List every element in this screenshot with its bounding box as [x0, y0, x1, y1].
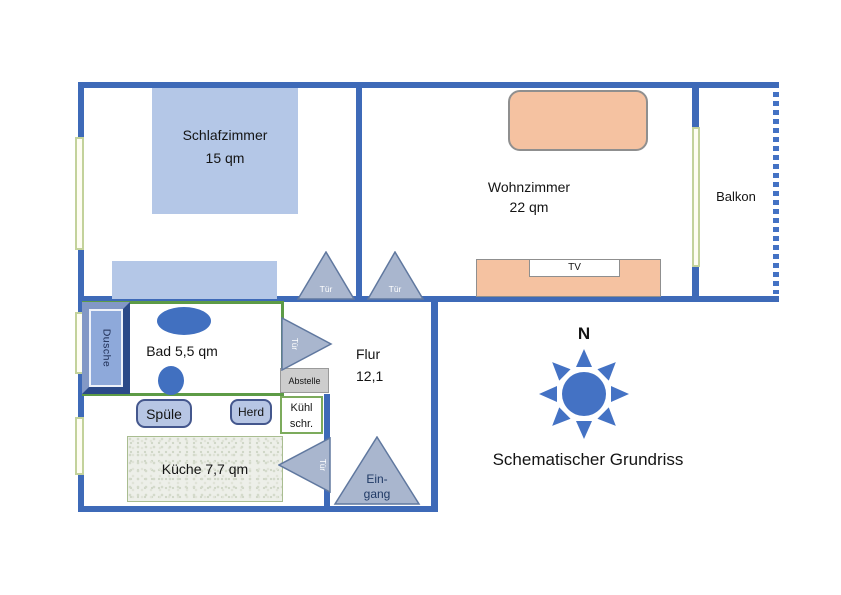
wall-flur-right: [431, 296, 438, 512]
door-bad-icon: Tür: [281, 317, 333, 371]
door-schlafzimmer-icon: Tür: [297, 251, 356, 300]
wall-top: [78, 82, 779, 88]
schlafzimmer-name: Schlafzimmer: [182, 127, 268, 143]
compass-north-label: N: [577, 324, 591, 343]
door-label: Tür: [318, 459, 327, 471]
compass-sun-icon: [539, 349, 629, 439]
schlafzimmer-area: 15 qm: [205, 150, 245, 166]
page-title: Schematischer Grundriss: [492, 450, 684, 469]
flur-name: Flur: [356, 346, 381, 362]
window-kueche-icon: [75, 417, 84, 475]
fridge: Kühl schr.: [280, 396, 323, 434]
bad-label: Bad 5,5 qm: [146, 343, 218, 359]
door-triangle: [281, 317, 333, 371]
wall-bottom: [78, 506, 438, 512]
entrance-icon: Ein- gang: [333, 436, 421, 505]
bed: Schlafzimmer 15 qm: [152, 88, 298, 214]
fridge-label-line2: schr.: [289, 418, 314, 430]
entrance-label-line2: gang: [364, 487, 391, 501]
kueche-floor: Küche 7,7 qm: [127, 436, 283, 502]
wardrobe: [112, 261, 277, 299]
door-label: Tür: [389, 284, 402, 294]
wohnzimmer-area: 22 qm: [509, 199, 549, 215]
door-kueche-icon: Tür: [278, 437, 331, 493]
storage-box: Abstelle: [280, 368, 329, 393]
fridge-label-line1: Kühl: [290, 402, 313, 414]
balcony-railing-dotted: [773, 92, 779, 294]
window-schlafzimmer-icon: [75, 137, 84, 250]
wall-middle-horizontal: [78, 296, 779, 302]
door-label: Tür: [290, 338, 299, 350]
toilet-icon: [158, 366, 184, 395]
door-label: Tür: [320, 284, 333, 294]
sink-icon: [157, 307, 211, 335]
window-balkon-icon: [692, 127, 700, 267]
wohnzimmer-name: Wohnzimmer: [487, 179, 571, 195]
shower-label: Dusche: [100, 328, 113, 368]
flur-area: 12,1: [356, 368, 384, 384]
door-triangle: [278, 437, 331, 493]
stove: Herd: [230, 399, 272, 425]
door-triangle: [297, 251, 356, 300]
kueche-label: Küche 7,7 qm: [161, 461, 249, 477]
wall-schlafzimmer-wohnzimmer: [356, 82, 362, 302]
entrance-label-line1: Ein-: [366, 472, 387, 486]
balkon-label: Balkon: [716, 189, 756, 204]
flur-label: Flur 12,1: [356, 343, 408, 387]
door-wohnzimmer-icon: Tür: [367, 251, 425, 300]
entrance-triangle: [333, 436, 421, 505]
door-triangle: [367, 251, 425, 300]
shower: Dusche: [82, 302, 130, 394]
kitchen-sink: Spüle: [136, 399, 192, 428]
tv: TV: [529, 259, 620, 277]
sofa: [508, 90, 648, 151]
wohnzimmer-label: Wohnzimmer 22 qm: [459, 177, 599, 217]
